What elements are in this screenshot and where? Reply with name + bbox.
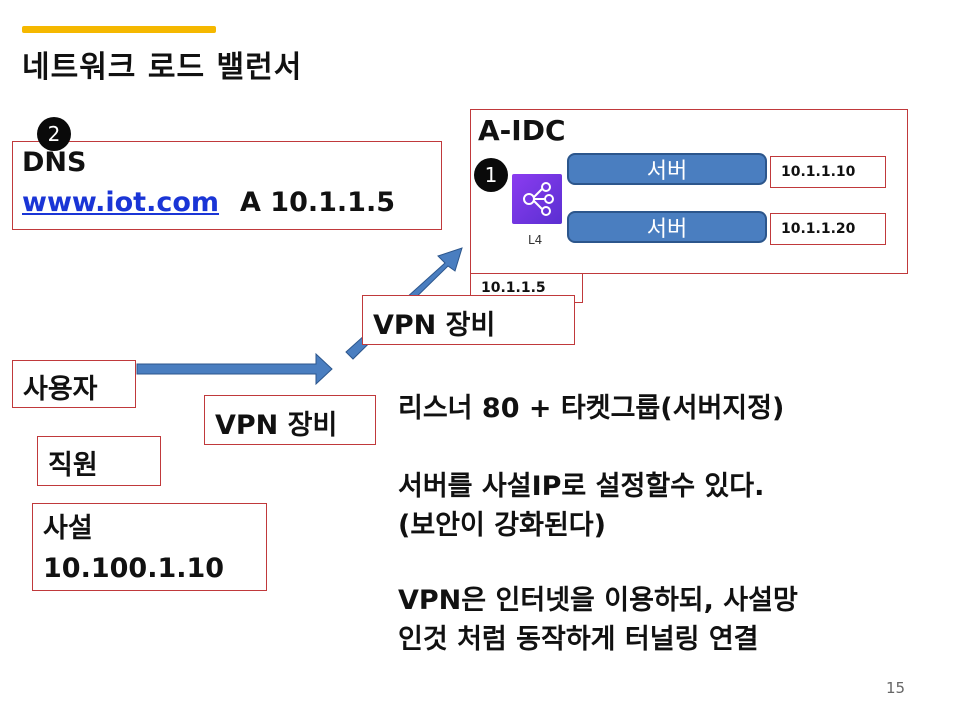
note-private-ip: 서버를 사설IP로 설정할수 있다.	[398, 471, 765, 502]
private-ip: 10.100.1.10	[43, 553, 225, 584]
vpn-device-user: VPN 장비	[204, 395, 376, 445]
note-vpn-2: 인것 처럼 동작하게 터널링 연결	[398, 624, 759, 655]
vpn-device-idc: VPN 장비	[362, 295, 575, 345]
private-label: 사설	[43, 513, 93, 544]
page-title: 네트워크 로드 밸런서	[22, 50, 303, 85]
title-accent-bar	[22, 26, 216, 33]
lb-label: L4	[528, 233, 543, 247]
user-box: 사용자	[12, 360, 136, 408]
note-security: (보안이 강화된다)	[398, 510, 606, 541]
dns-domain-link[interactable]: www.iot.com	[22, 187, 220, 218]
idc-label: A-IDC	[478, 114, 566, 147]
server-2-ip: 10.1.1.20	[770, 213, 886, 245]
step-badge-lb: 1	[474, 158, 508, 192]
step-badge-dns: 2	[37, 117, 71, 151]
arrow-user-to-vpn	[136, 352, 333, 386]
server-1: 서버	[567, 153, 767, 185]
dns-box	[12, 141, 442, 230]
network-load-balancer-icon	[512, 174, 562, 224]
private-ip-box: 사설 10.100.1.10	[32, 503, 267, 591]
server-1-ip: 10.1.1.10	[770, 156, 886, 188]
dns-label: DNS	[22, 147, 87, 178]
server-2: 서버	[567, 211, 767, 243]
staff-box: 직원	[37, 436, 161, 486]
note-listener: 리스너 80 + 타켓그룹(서버지정)	[398, 393, 785, 424]
dns-a-record: A 10.1.1.5	[240, 187, 395, 218]
page-number: 15	[886, 679, 906, 697]
note-vpn-1: VPN은 인터넷을 이용하되, 사설망	[398, 585, 798, 616]
